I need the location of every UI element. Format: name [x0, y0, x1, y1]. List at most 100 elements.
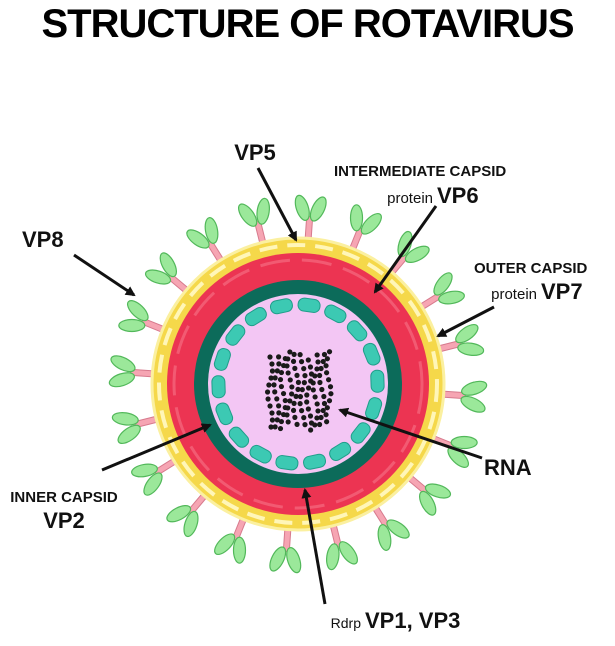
rna-dot [297, 401, 303, 407]
intermediate-capsid-shade [172, 258, 424, 510]
rna-dot [323, 412, 329, 418]
rna-dot [310, 387, 316, 393]
rdrp-blob [370, 369, 385, 393]
rna-dot [268, 375, 274, 381]
spike [326, 521, 358, 571]
rna-dot [323, 370, 330, 376]
label-rdrp-prefix: Rdrp [331, 615, 362, 631]
spike [118, 300, 168, 334]
rna-dot [284, 412, 290, 418]
rna-dot [282, 397, 288, 404]
rna-dot [301, 366, 307, 372]
rna-dot [272, 389, 278, 395]
rna-dot [324, 405, 330, 411]
rdrp-blob [346, 320, 368, 342]
label-intermediate-protein-prefix: protein [387, 190, 433, 207]
arrow-intermediate [373, 205, 438, 294]
rna-dot [305, 406, 311, 412]
rna-dot [298, 359, 305, 365]
rna-dot [305, 357, 311, 363]
arrow-vp8 [73, 253, 136, 297]
rna-dot [326, 398, 333, 404]
rdrp-blob [362, 342, 381, 366]
rna-dot [324, 419, 330, 425]
rna-dot [287, 377, 293, 383]
rna-dot [290, 407, 297, 413]
rna-dot [291, 400, 297, 406]
rna-dot [302, 373, 308, 379]
rna-dot [294, 372, 300, 378]
spike [144, 252, 191, 295]
rdrp-blob [329, 441, 352, 461]
rna-dot [274, 396, 280, 402]
rna-dot [278, 418, 285, 425]
rna-dot [326, 349, 333, 355]
rna-dot [290, 358, 297, 364]
rna-dot [293, 393, 299, 399]
label-intermediate-protein-line: protein [387, 190, 433, 207]
rna-dot [285, 370, 291, 376]
rna-dot [299, 408, 305, 414]
rna-dot [323, 363, 329, 369]
rna-dot [278, 383, 285, 390]
rna-dot [317, 379, 323, 386]
rna-dot [314, 415, 320, 421]
spike [387, 230, 430, 277]
rna-dot [285, 356, 291, 362]
rna-dot [315, 408, 321, 414]
rna-dot [269, 417, 276, 423]
rna-dot [312, 422, 318, 428]
rdrp-blob [324, 304, 347, 324]
rna-dot [274, 417, 280, 423]
rna-dot [292, 365, 298, 371]
rna-dot [268, 424, 274, 430]
label-rna: RNA [484, 455, 532, 480]
rna-dot [264, 389, 271, 395]
label-outer-protein-line: protein [491, 286, 537, 303]
rna-dot [304, 399, 310, 405]
label-intermediate-capsid: INTERMEDIATE CAPSID [334, 163, 506, 180]
rdrp-proteins [211, 297, 385, 471]
label-vp5: VP5 [234, 140, 276, 165]
rna-dot [277, 376, 284, 383]
spike [294, 194, 327, 243]
rna-dot [267, 354, 273, 360]
rna-dot [280, 390, 287, 397]
rna-dot [324, 356, 330, 362]
rna-dot [315, 359, 321, 365]
spike [186, 217, 225, 265]
rna-dot [297, 352, 303, 358]
rna-dot [320, 358, 326, 365]
arrow-rdrp [301, 488, 327, 605]
rdrp-blob [249, 444, 272, 464]
rna-dot [301, 415, 307, 421]
arrow-vp5 [256, 167, 298, 242]
rna-dot [276, 403, 282, 409]
rna-dot [316, 421, 323, 428]
label-inner-capsid: INNER CAPSID [10, 489, 118, 506]
rna-dot [299, 387, 305, 393]
arrow-inner-capsid [101, 423, 212, 472]
rna-dot [302, 422, 308, 428]
diagram-title: STRUCTURE OF ROTAVIRUS [41, 2, 574, 46]
rdrp-blob [211, 375, 226, 399]
spike [371, 503, 410, 551]
vp4-spikes [108, 194, 488, 574]
rna-dot [301, 380, 307, 386]
rna-dot [272, 375, 278, 381]
rna-dot [295, 379, 302, 385]
spike [108, 355, 157, 388]
rdrp-blob [303, 453, 327, 470]
rna-dot [320, 407, 326, 414]
rna-dot [266, 382, 272, 388]
spike [435, 324, 485, 356]
rna-dot [276, 361, 282, 367]
spike [439, 380, 488, 413]
rna-dot [318, 414, 324, 421]
rna-dot [307, 364, 314, 370]
rna-dot [305, 385, 312, 391]
rna-dot [321, 351, 328, 358]
rna-dot [314, 366, 320, 372]
arrow-outer [436, 305, 495, 338]
